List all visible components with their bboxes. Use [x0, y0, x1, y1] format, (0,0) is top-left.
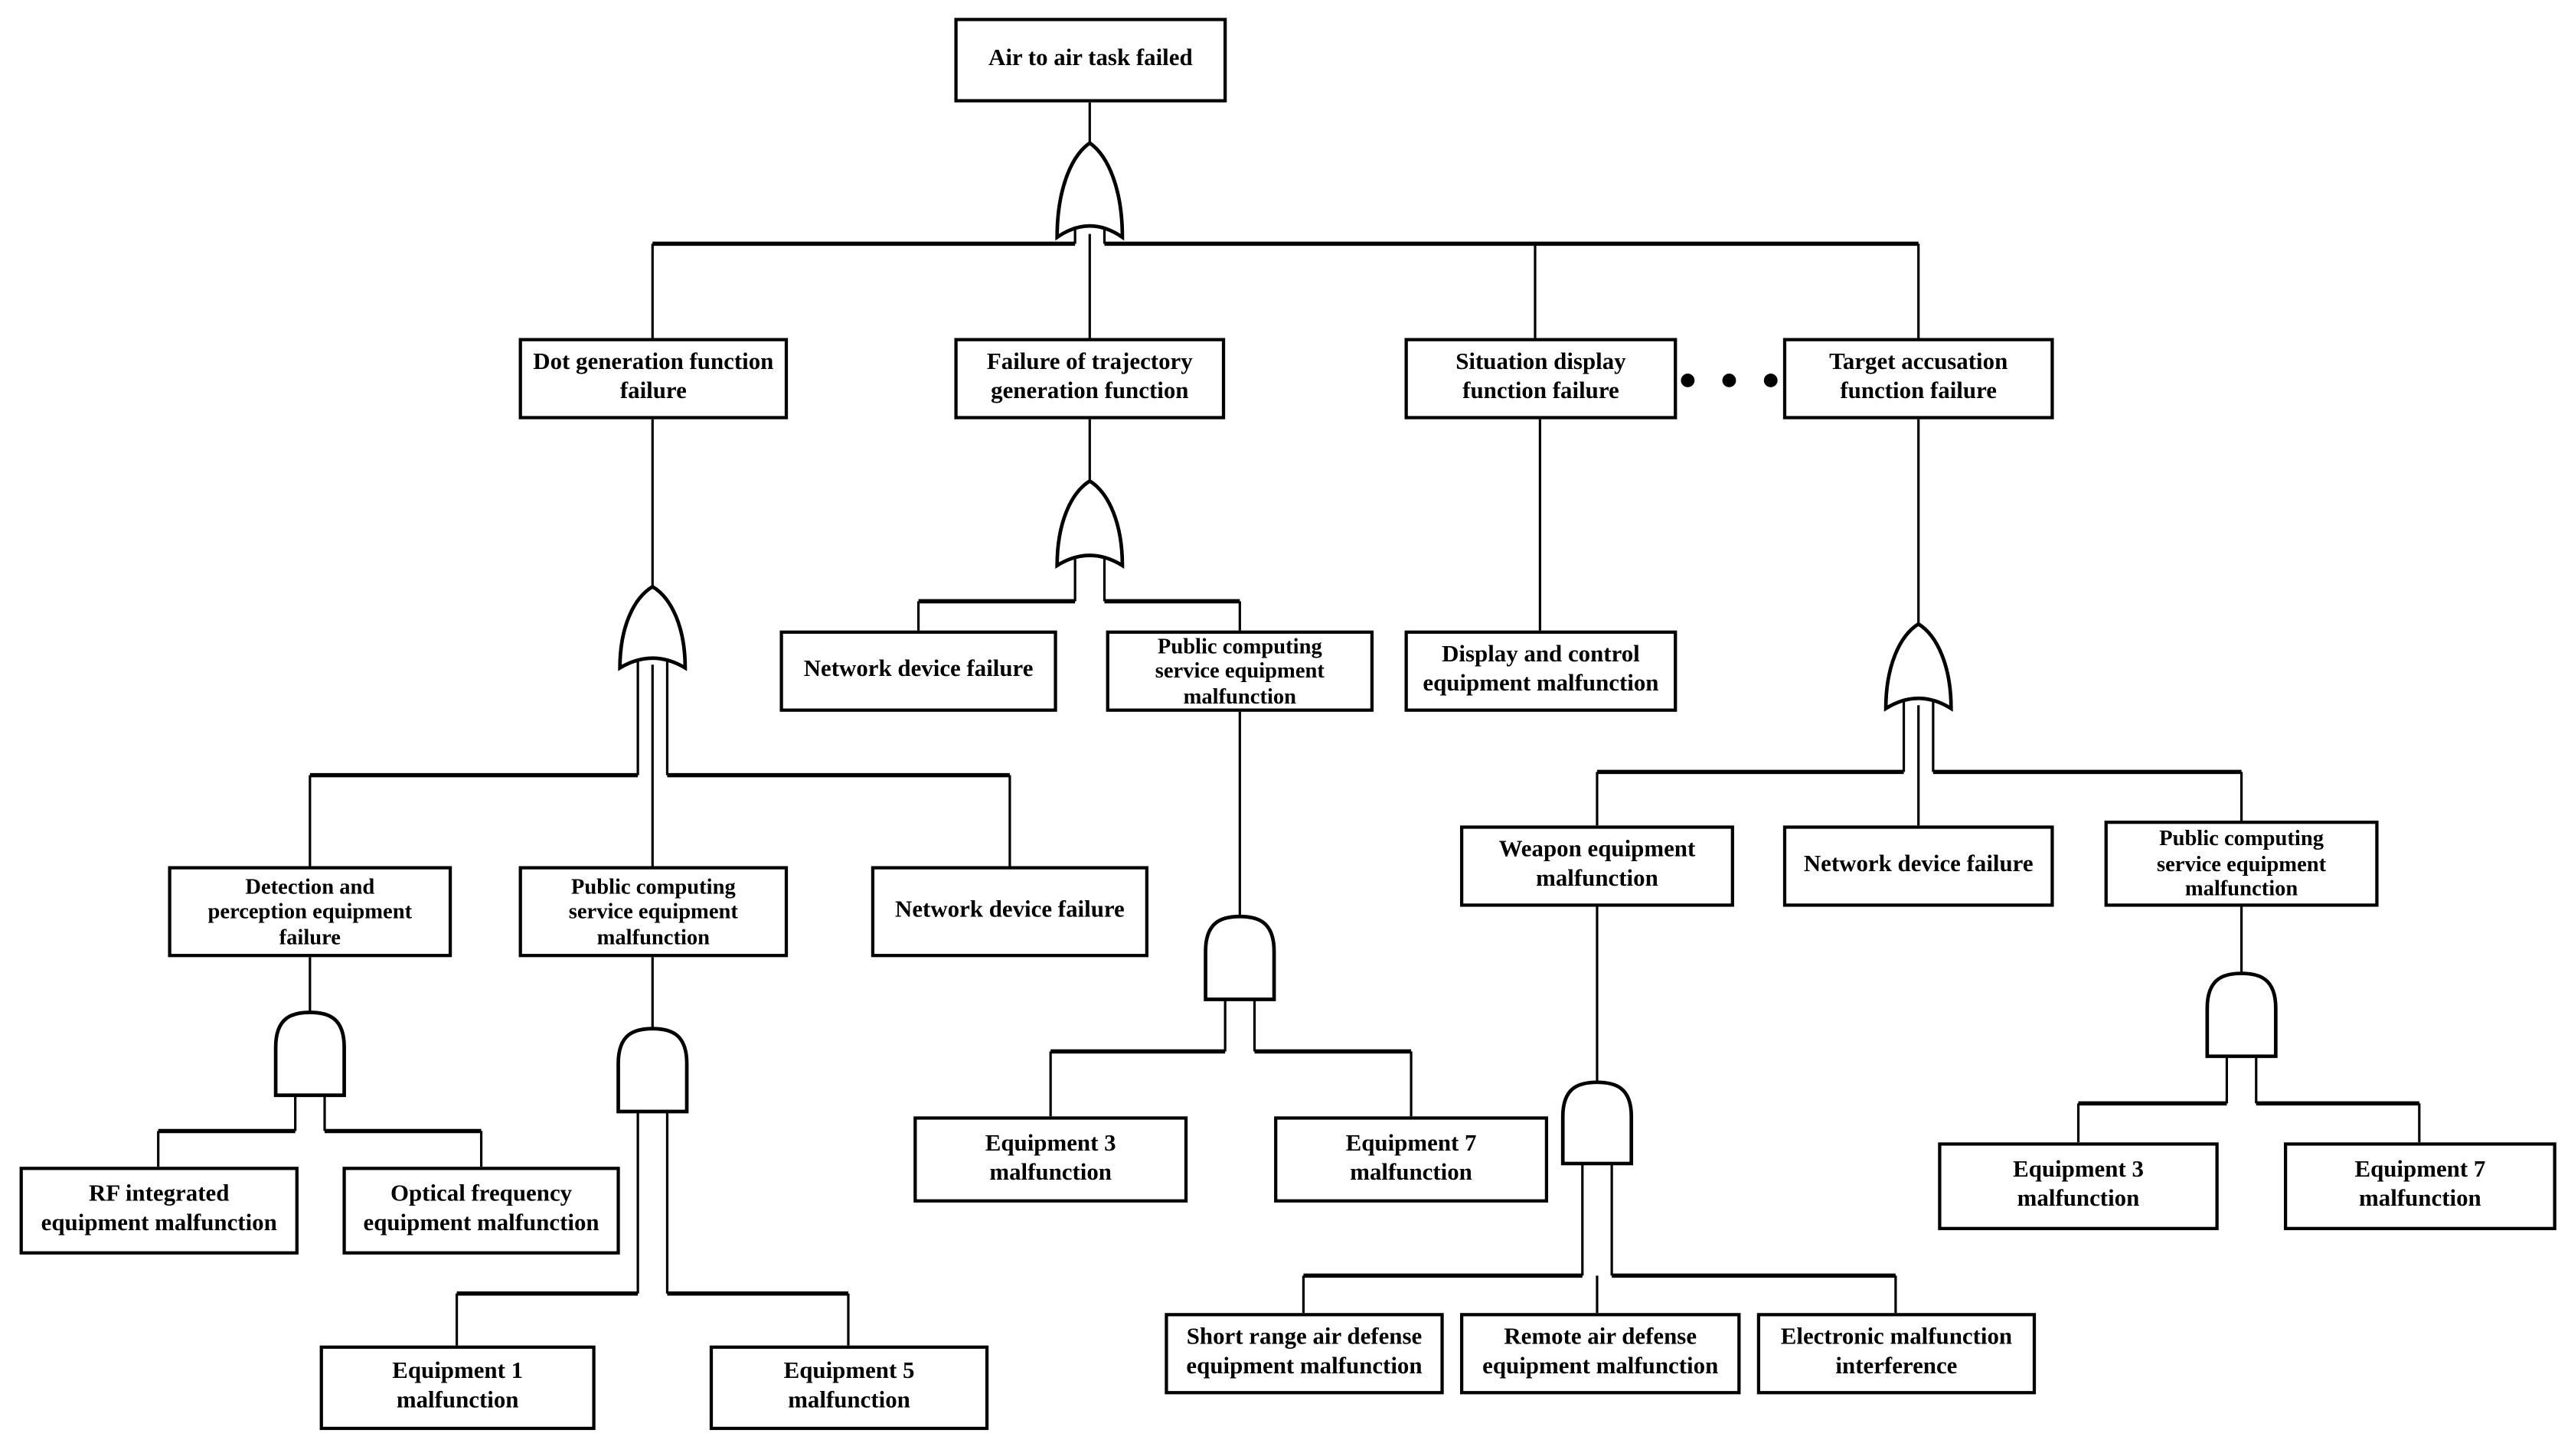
node-weapon: Weapon equipment malfunction — [1459, 825, 1734, 907]
or-gate-icon-trajectory-gate — [1055, 478, 1125, 569]
connector-lines — [157, 102, 2421, 1346]
node-eq5: Equipment 5 malfunction — [709, 1345, 989, 1431]
branch-rails — [158, 241, 2419, 1296]
and-gate-icon-weapon-gate — [1560, 1080, 1634, 1166]
node-net-targ: Network device failure — [1782, 825, 2054, 907]
and-gate-icon-public-computing-dot-gate — [616, 1027, 689, 1114]
continuation-dots-icon: ● ● ● — [1680, 367, 1789, 390]
or-gate-icon-top-event-gate — [1055, 140, 1125, 241]
and-gate-icon-detection-gate — [273, 1010, 346, 1098]
node-net-dot: Network device failure — [871, 866, 1149, 958]
node-display-ctrl: Display and control equipment malfunctio… — [1404, 630, 1678, 712]
node-eq7-traj: Equipment 7 malfunction — [1274, 1116, 1549, 1203]
node-pub-traj: Public computing service equipment malfu… — [1106, 630, 1374, 712]
node-situation: Situation display function failure — [1404, 338, 1678, 419]
node-electronic: Electronic malfunction interference — [1756, 1313, 2037, 1395]
node-eq7-targ: Equipment 7 malfunction — [2283, 1142, 2556, 1230]
node-top-event: Air to air task failed — [954, 18, 1227, 103]
node-remote: Remote air defense equipment malfunction — [1459, 1313, 1741, 1395]
node-eq3-targ: Equipment 3 malfunction — [1938, 1142, 2219, 1230]
node-optical: Optical frequency equipment malfunction — [342, 1167, 620, 1255]
node-rf: RF integrated equipment malfunction — [19, 1167, 299, 1255]
node-eq3-traj: Equipment 3 malfunction — [913, 1116, 1188, 1203]
node-trajectory: Failure of trajectory generation functio… — [954, 338, 1226, 419]
node-pub-targ: Public computing service equipment malfu… — [2104, 821, 2379, 907]
node-dot-gen: Dot generation function failure — [518, 338, 789, 419]
node-eq1: Equipment 1 malfunction — [319, 1345, 596, 1431]
or-gate-icon-target-accusation-gate — [1883, 622, 1953, 712]
node-pub-dot: Public computing service equipment malfu… — [518, 866, 789, 958]
and-gate-icon-public-computing-traj-gate — [1204, 914, 1276, 1001]
node-target: Target accusation function failure — [1782, 338, 2054, 419]
node-detection: Detection and perception equipment failu… — [168, 866, 452, 958]
and-gate-icon-public-computing-target-gate — [2205, 971, 2278, 1059]
or-gate-icon-dot-generation-gate — [618, 584, 688, 671]
gate-output-legs — [294, 229, 2258, 1294]
node-short-range: Short range air defense equipment malfun… — [1165, 1313, 1444, 1395]
logic-gates — [273, 140, 2278, 1166]
node-net-traj: Network device failure — [779, 630, 1057, 712]
